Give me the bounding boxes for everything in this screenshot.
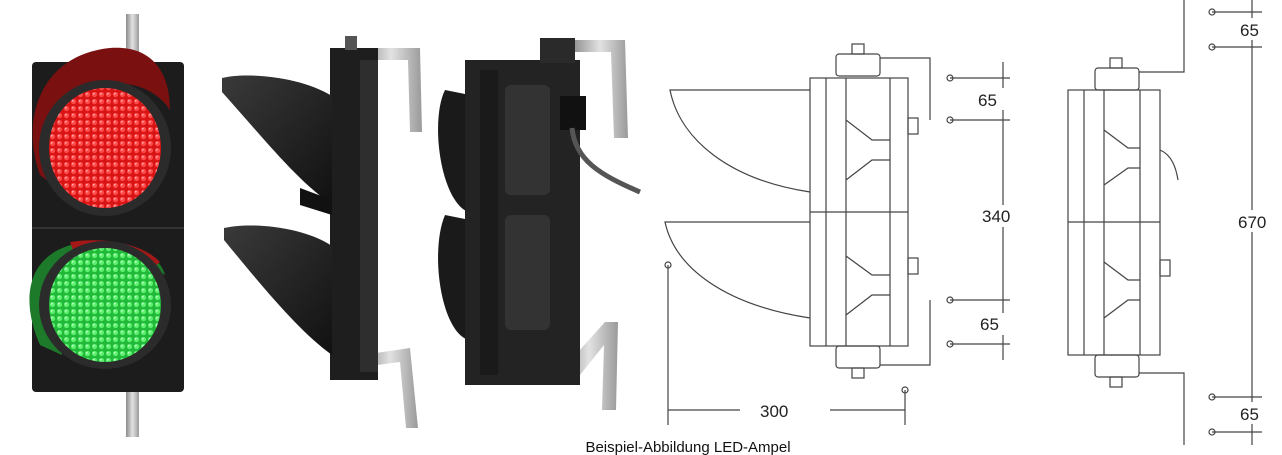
caption: Beispiel-Abbildung LED-Ampel [585, 439, 790, 455]
red-visor [32, 47, 170, 190]
dim-back-height: 670 [1238, 213, 1266, 232]
red-lens [49, 88, 161, 208]
rear-technical-drawing [1067, 0, 1262, 445]
side-visor-lower [224, 225, 332, 355]
drawing-visor-upper [669, 89, 811, 193]
bottom-bracket [126, 385, 139, 437]
front-view [29, 14, 184, 437]
rear-perspective-view [438, 38, 641, 410]
rear-bracket-top [572, 40, 628, 138]
dim-side-bottom-gap: 65 [980, 315, 999, 334]
dim-back-top-gap: 65 [1240, 21, 1259, 40]
side-perspective-view [222, 36, 422, 428]
dim-side-top-gap: 65 [978, 91, 997, 110]
rear-bracket-bottom [560, 322, 618, 410]
dim-back-bottom-gap: 65 [1240, 405, 1259, 424]
green-lens [49, 248, 161, 362]
dim-side-depth: 300 [760, 402, 788, 421]
side-bracket-bottom [362, 348, 418, 428]
side-visor-upper [222, 75, 332, 204]
cable [569, 127, 641, 195]
side-technical-drawing [664, 43, 1010, 425]
drawing-visor-lower [664, 221, 811, 319]
dim-side-height: 340 [982, 207, 1010, 226]
